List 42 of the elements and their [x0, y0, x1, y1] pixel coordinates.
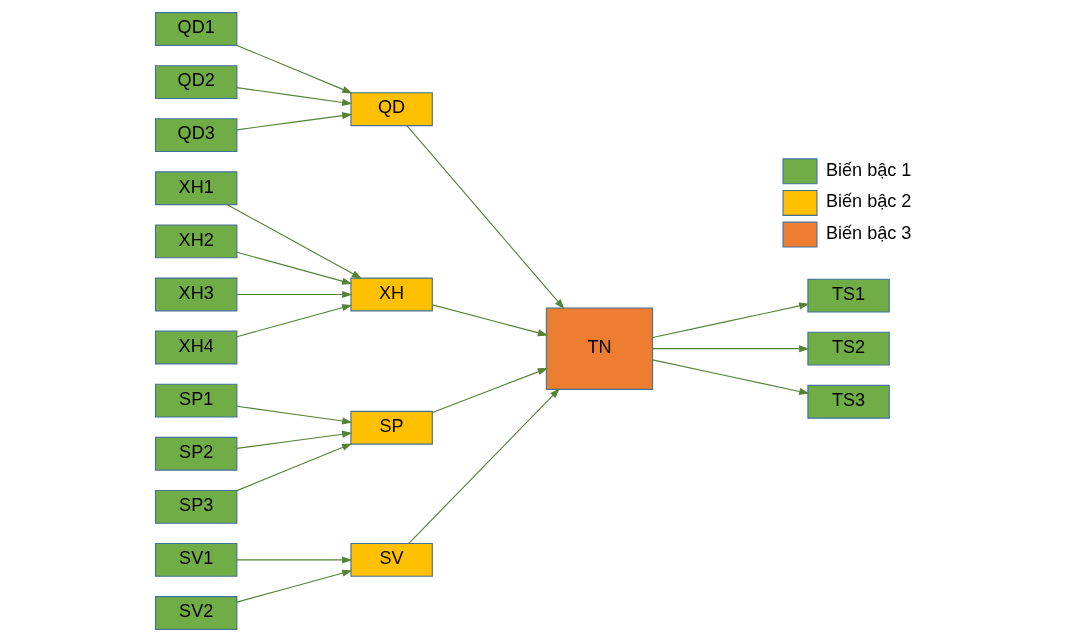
node-box: SV1 — [154, 543, 238, 577]
node-box: SP — [350, 410, 433, 445]
node-box: QD1 — [154, 12, 238, 46]
node-box: TS2 — [807, 331, 890, 366]
node-box: TS1 — [807, 278, 890, 313]
node-box: QD3 — [154, 118, 238, 153]
node-box: SV2 — [154, 596, 238, 630]
node-box: TS3 — [807, 384, 890, 419]
arrow — [652, 302, 810, 339]
arrow — [236, 443, 353, 492]
arrow — [236, 430, 353, 449]
legend-label: Biến bậc 3 — [825, 222, 912, 243]
arrow — [226, 204, 363, 279]
node-box: QD2 — [154, 65, 238, 99]
arrow — [236, 44, 353, 94]
arrow — [236, 87, 353, 106]
arrow — [236, 569, 353, 603]
node-box: SP1 — [154, 383, 238, 418]
node-box: XH2 — [154, 224, 238, 259]
legend-label: Biến bậc 1 — [825, 159, 912, 180]
node-box: SV — [350, 543, 433, 577]
arrow — [236, 405, 353, 425]
node-box: XH4 — [154, 330, 238, 365]
arrow — [406, 125, 565, 310]
arrow — [236, 290, 353, 298]
arrow — [652, 359, 810, 395]
arrow — [408, 388, 560, 544]
node-box: XH3 — [154, 277, 238, 312]
arrow — [236, 112, 353, 131]
arrow — [236, 304, 353, 338]
legend-label: Biến bậc 2 — [825, 191, 912, 212]
node-box: XH1 — [154, 171, 238, 206]
arrow — [236, 556, 353, 564]
arrow — [431, 368, 548, 414]
node-box: SP3 — [154, 489, 238, 524]
node-box: TN — [545, 307, 654, 390]
arrow — [652, 345, 810, 353]
node-box: XH — [350, 277, 433, 312]
arrow — [236, 251, 353, 285]
arrow — [431, 304, 549, 337]
node-box: QD — [350, 92, 433, 127]
node-box: SP2 — [154, 436, 238, 471]
